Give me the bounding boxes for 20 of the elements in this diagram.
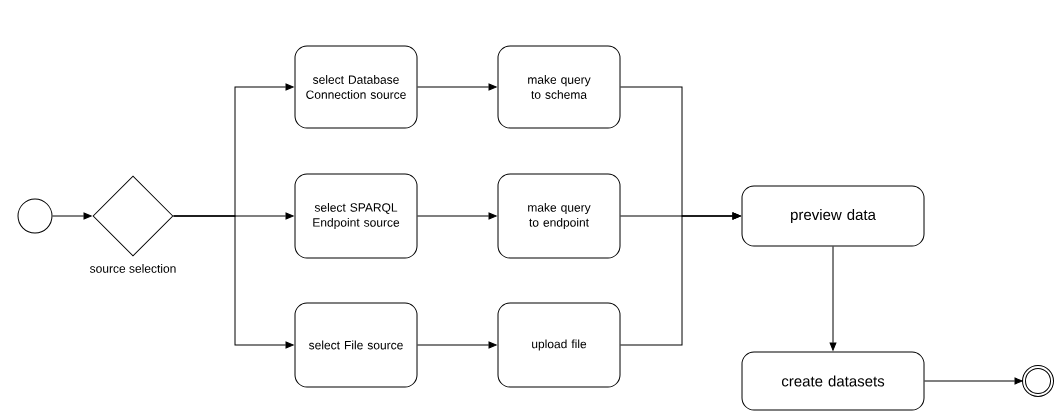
process-box: make query to schema (497, 45, 621, 129)
process-box: select Database Connection source (294, 45, 418, 129)
arrow (417, 341, 497, 349)
end-event-circle (1022, 365, 1054, 397)
process-box: preview data (741, 185, 925, 247)
arrow (829, 246, 837, 351)
arrow (417, 83, 497, 91)
arrow (417, 212, 497, 220)
arrow (620, 212, 741, 346)
node-caption: source selection (90, 264, 176, 273)
process-box: upload file (497, 302, 621, 388)
process-box: create datasets (741, 351, 925, 411)
process-box: make query to endpoint (497, 173, 621, 259)
process-box: select SPARQL Endpoint source (294, 173, 418, 259)
process-box: select File source (294, 302, 418, 388)
arrow (52, 212, 92, 220)
decision-diamond (92, 175, 174, 257)
arrow (924, 377, 1023, 385)
arrow (173, 215, 294, 349)
start-event-circle (17, 198, 53, 234)
